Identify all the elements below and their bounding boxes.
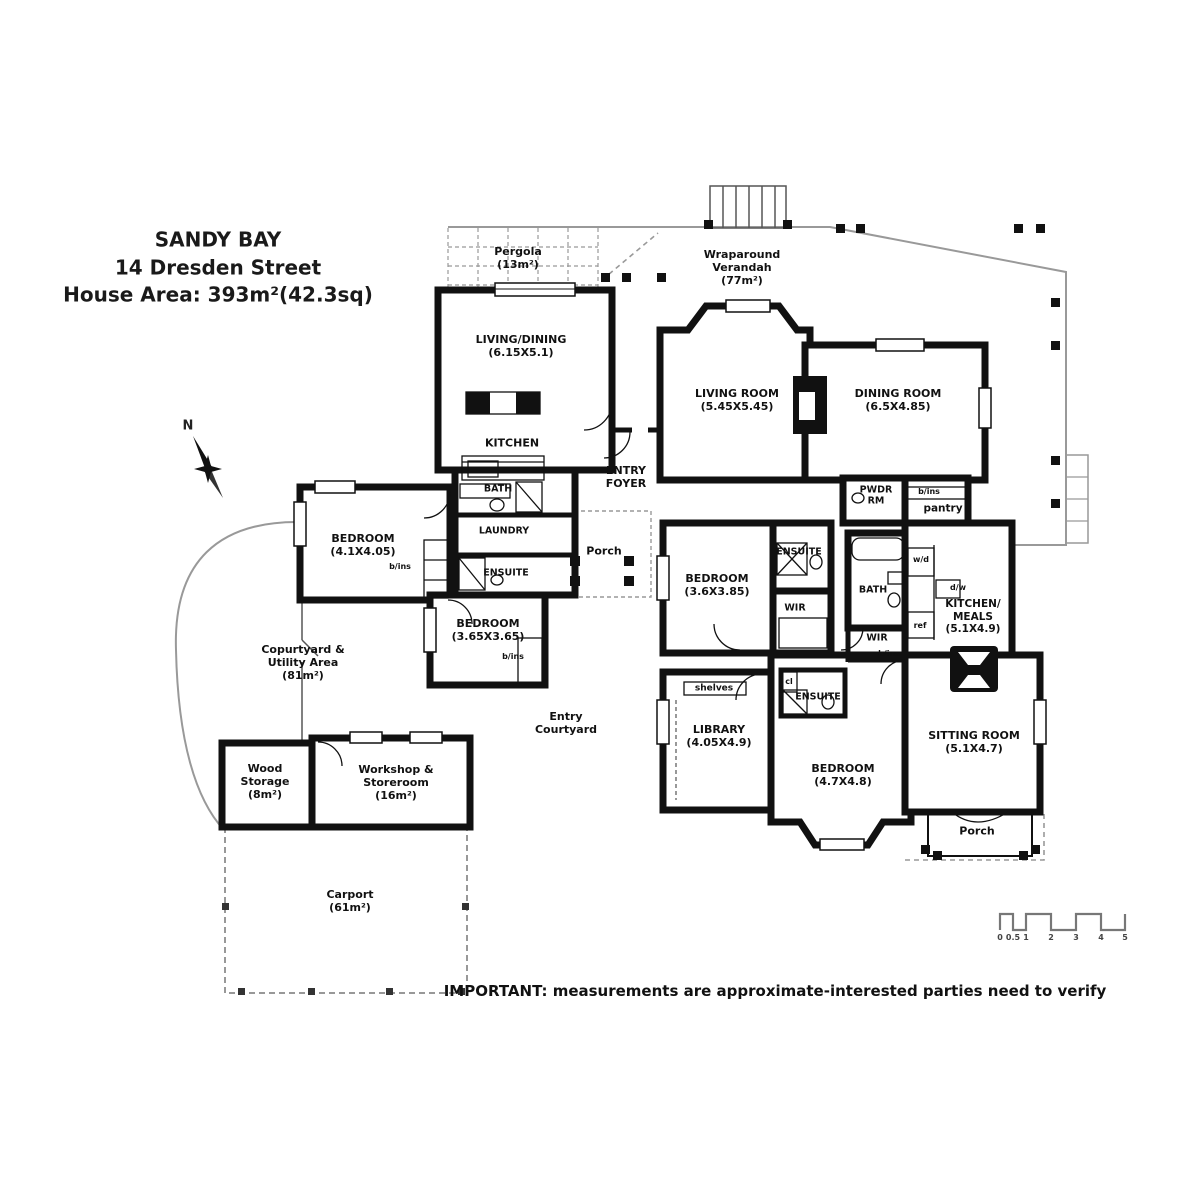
scale-tick-0: 0 xyxy=(997,933,1003,942)
closet xyxy=(780,671,798,693)
room-label-dining-room: DINING ROOM (6.5X4.85) xyxy=(854,386,942,413)
scale-tick-2: 2 xyxy=(1048,933,1054,942)
verandah-posts xyxy=(601,220,1060,508)
room-label-ensuite1: ENSUITE xyxy=(483,567,529,579)
label-pergola: Pergola (13m²) xyxy=(494,244,542,271)
room-label-bath2: BATH xyxy=(858,584,888,596)
pergola-grid xyxy=(447,228,599,287)
label-entry-courtyard: Entry Courtyard xyxy=(534,709,598,736)
room-label-cl: cl xyxy=(785,677,793,687)
room-label-living-room: LIVING ROOM (5.45X5.45) xyxy=(695,386,779,413)
room-label-bedroom4: BEDROOM (4.7X4.8) xyxy=(811,761,875,788)
label-wood-storage: Wood Storage (8m²) xyxy=(240,762,290,802)
room-label-sitting-room: SITTING ROOM (5.1X4.7) xyxy=(928,728,1020,755)
title-suburb: SANDY BAY xyxy=(154,227,282,252)
room-label-ensuite3: ENSUITE xyxy=(776,546,822,558)
scale-bar xyxy=(998,912,1127,932)
room-label-living-dining: LIVING/DINING (6.15X5.1) xyxy=(475,332,567,359)
room-label-bedroom2: BEDROOM (3.65X3.65) xyxy=(451,616,525,643)
scale-tick-4: 4 xyxy=(1098,933,1104,942)
fixture-label-bins-bedroom1: b/ins xyxy=(389,562,411,572)
label-porch-entry: Porch xyxy=(586,544,622,558)
fixture-label-bins-pantry: b/ins xyxy=(918,487,940,497)
north-label: N xyxy=(182,418,194,434)
fireplaces xyxy=(466,376,998,692)
interior-walls xyxy=(455,427,905,719)
north-arrow-icon xyxy=(193,436,223,498)
room-label-kitchen: KITCHEN xyxy=(484,436,540,450)
scale-tick-1: 1 xyxy=(1023,933,1029,942)
fixture-label-bins-wir4: b/ins xyxy=(878,649,900,659)
label-verandah: Wraparound Verandah (77m²) xyxy=(703,248,781,288)
room-label-bath1: BATH xyxy=(483,483,513,495)
label-carport: Carport (61m²) xyxy=(326,887,374,914)
room-label-pwdr: PWDR RM xyxy=(859,484,893,507)
plan-title: SANDY BAY 14 Dresden Street House Area: … xyxy=(63,227,373,310)
verandah-outline xyxy=(448,226,1089,861)
door-arcs xyxy=(317,401,906,767)
room-label-laundry: LAUNDRY xyxy=(478,525,530,537)
scale-tick-5: 5 xyxy=(1122,933,1128,942)
porches xyxy=(570,556,1040,860)
disclaimer-text: IMPORTANT: measurements are approximate-… xyxy=(443,982,1107,1000)
fixture-label-ref: ref xyxy=(913,621,927,631)
room-label-pantry: pantry xyxy=(923,502,963,515)
label-workshop: Workshop & Storeroom (16m²) xyxy=(358,763,434,803)
room-label-wir3: WIR xyxy=(784,602,806,614)
room-label-bedroom3: BEDROOM (3.6X3.85) xyxy=(684,571,750,598)
room-label-bedroom1: BEDROOM (4.1X4.05) xyxy=(330,531,396,558)
boundary-line xyxy=(174,521,298,831)
title-street: 14 Dresden Street xyxy=(114,255,322,280)
room-label-kitchen-meals: KITCHEN/ MEALS (5.1X4.9) xyxy=(945,598,1001,636)
room-label-entry-foyer: ENTRY FOYER xyxy=(605,463,647,490)
room-label-library: LIBRARY (4.05X4.9) xyxy=(686,722,752,749)
verandah-stairs xyxy=(709,185,787,229)
fixture-label-dw: d/w xyxy=(949,583,967,593)
label-porch-rear: Porch xyxy=(959,824,995,838)
room-label-wir4: WIR xyxy=(866,632,888,644)
windows xyxy=(293,282,1047,851)
fixture-label-shelves: shelves xyxy=(694,683,734,694)
fixture-label-bins-bedroom2: b/ins xyxy=(502,652,524,662)
scale-tick-3: 3 xyxy=(1073,933,1079,942)
room-walls xyxy=(218,286,1044,849)
fixture-label-wd: w/d xyxy=(912,555,930,565)
courtyard-fence xyxy=(301,602,319,742)
title-house-area: House Area: 393m²(42.3sq) xyxy=(63,282,373,307)
label-courtyard-utility: Copurtyard & Utility Area (81m²) xyxy=(261,643,345,683)
room-label-ensuite4: ENSUITE xyxy=(795,691,841,703)
scale-tick-05: 0.5 xyxy=(1005,933,1021,942)
